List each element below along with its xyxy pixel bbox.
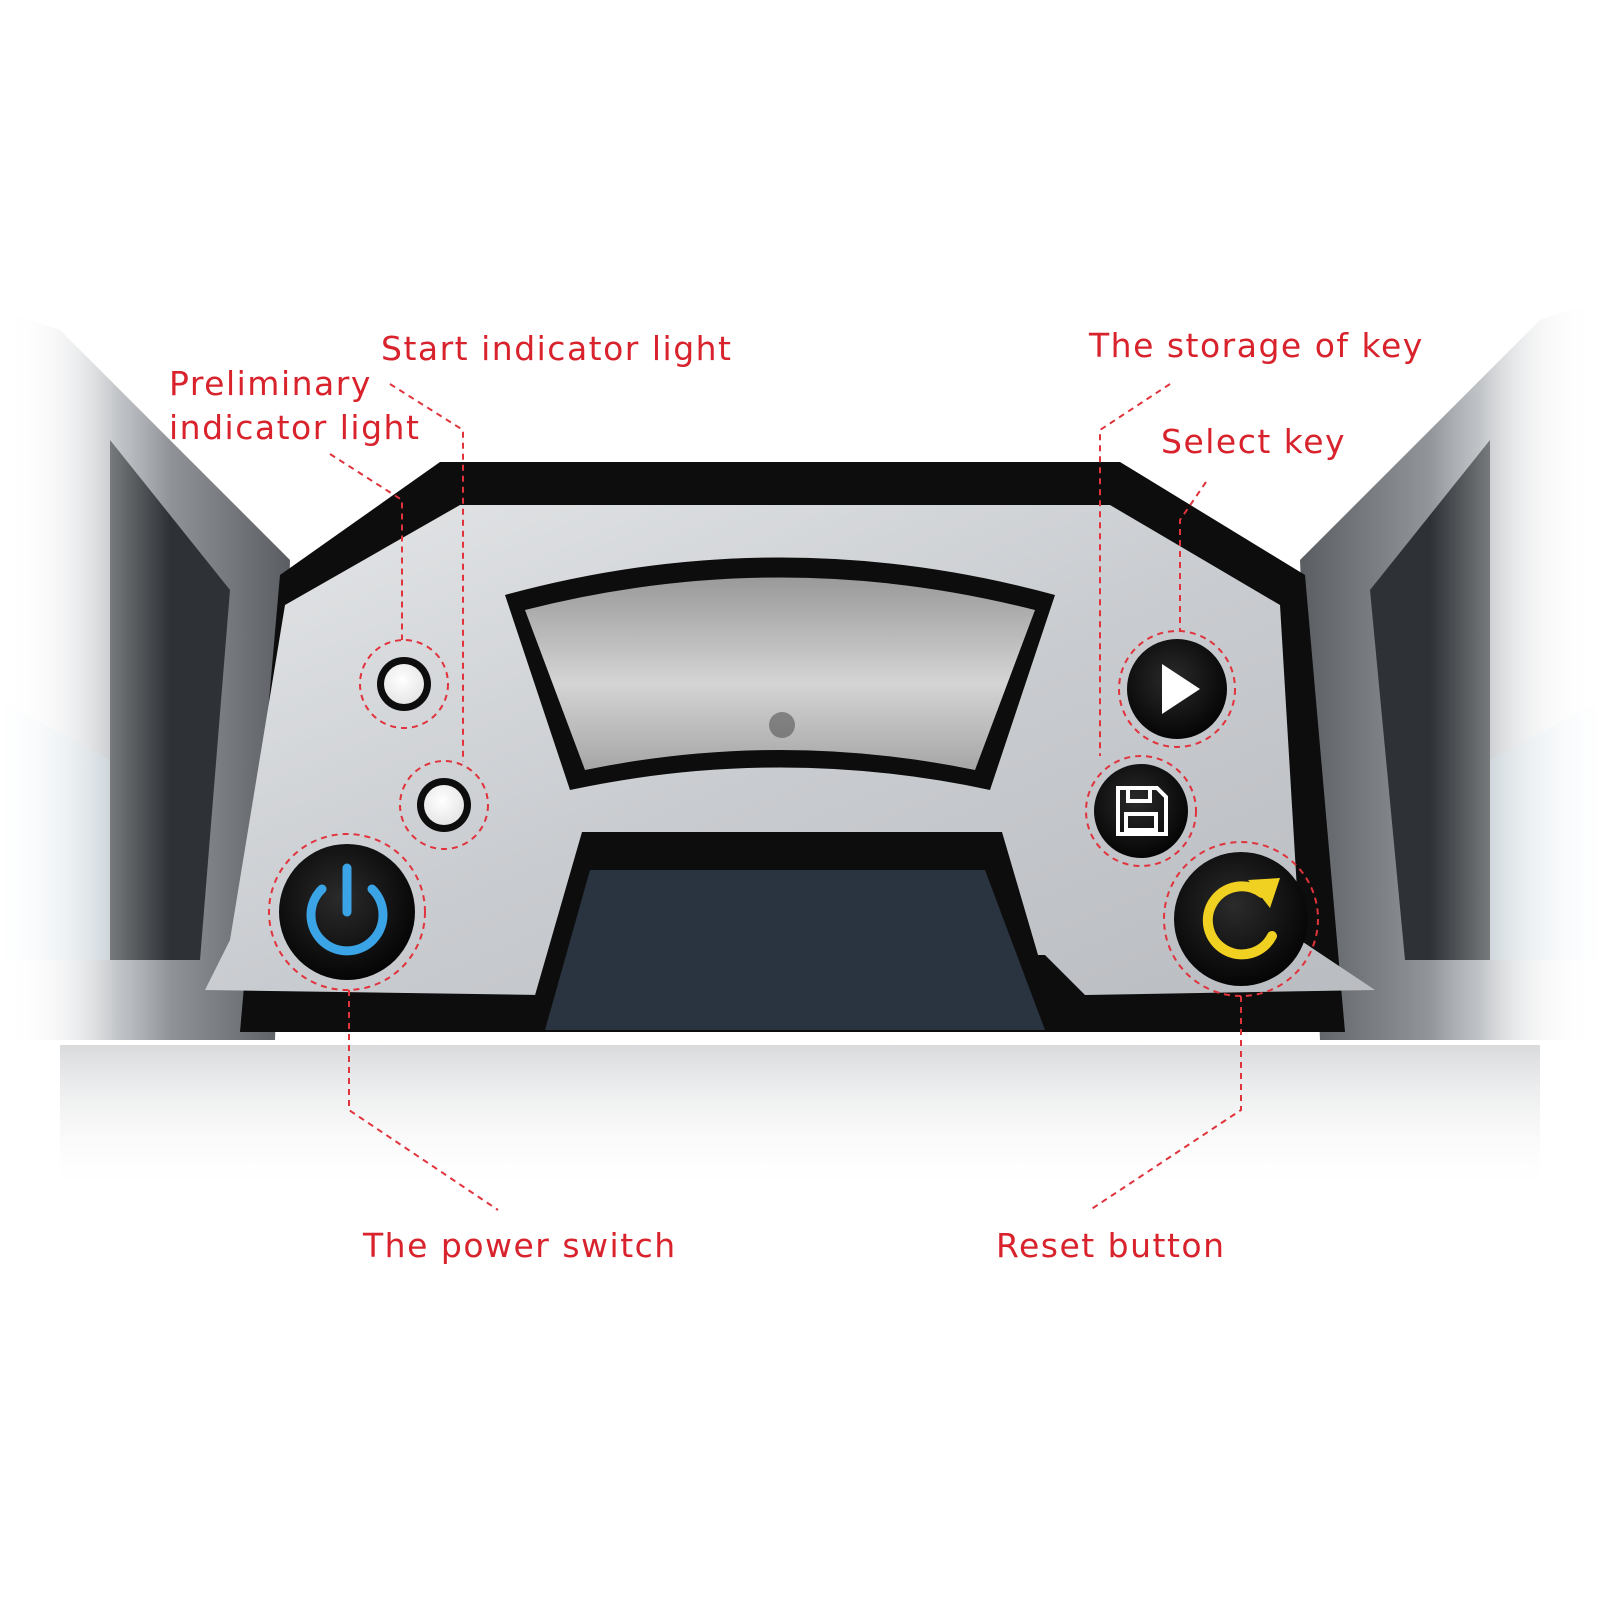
display-sensor-dot [769, 712, 795, 738]
left-side-pad [0, 300, 290, 1060]
label-select-key: Select key [1161, 422, 1347, 461]
label-start-indicator-light: Start indicator light [381, 329, 733, 368]
floor-reflection [60, 1045, 1540, 1195]
leader-preliminary-indicator [329, 453, 403, 640]
leader-reset-button [1089, 996, 1242, 1211]
label-reset-button: Reset button [996, 1226, 1226, 1265]
preliminary-indicator-light [377, 657, 431, 711]
storage-key-button[interactable] [1094, 764, 1188, 858]
power-icon [306, 863, 388, 956]
ring-select-key [1118, 630, 1236, 748]
play-icon [1162, 664, 1200, 714]
start-indicator-light [417, 778, 471, 832]
label-power-switch: The power switch [363, 1226, 677, 1265]
ring-start-indicator [399, 760, 489, 850]
select-key-button[interactable] [1127, 639, 1227, 739]
leader-storage-key [1099, 383, 1171, 756]
refresh-icon [1202, 878, 1280, 960]
ring-preliminary-indicator [359, 639, 449, 729]
callout-leader-lines [329, 383, 1242, 1211]
label-preliminary-indicator-light: Preliminary indicator light [169, 362, 420, 450]
reset-button[interactable] [1174, 852, 1308, 986]
ring-storage-key [1085, 755, 1197, 867]
label-storage-key: The storage of key [1089, 326, 1424, 365]
power-switch-button[interactable] [279, 844, 415, 980]
leader-select-key [1179, 481, 1207, 631]
touchpad[interactable] [545, 870, 1045, 1030]
display-glass [525, 577, 1035, 770]
right-side-pad [1300, 300, 1601, 1060]
floppy-disk-icon [1116, 786, 1168, 836]
ring-reset-button [1163, 841, 1319, 997]
label-preliminary-line2: indicator light [169, 408, 421, 447]
callout-rings [268, 630, 1319, 997]
label-preliminary-line1: Preliminary [169, 364, 372, 403]
ring-power-switch [268, 833, 426, 991]
